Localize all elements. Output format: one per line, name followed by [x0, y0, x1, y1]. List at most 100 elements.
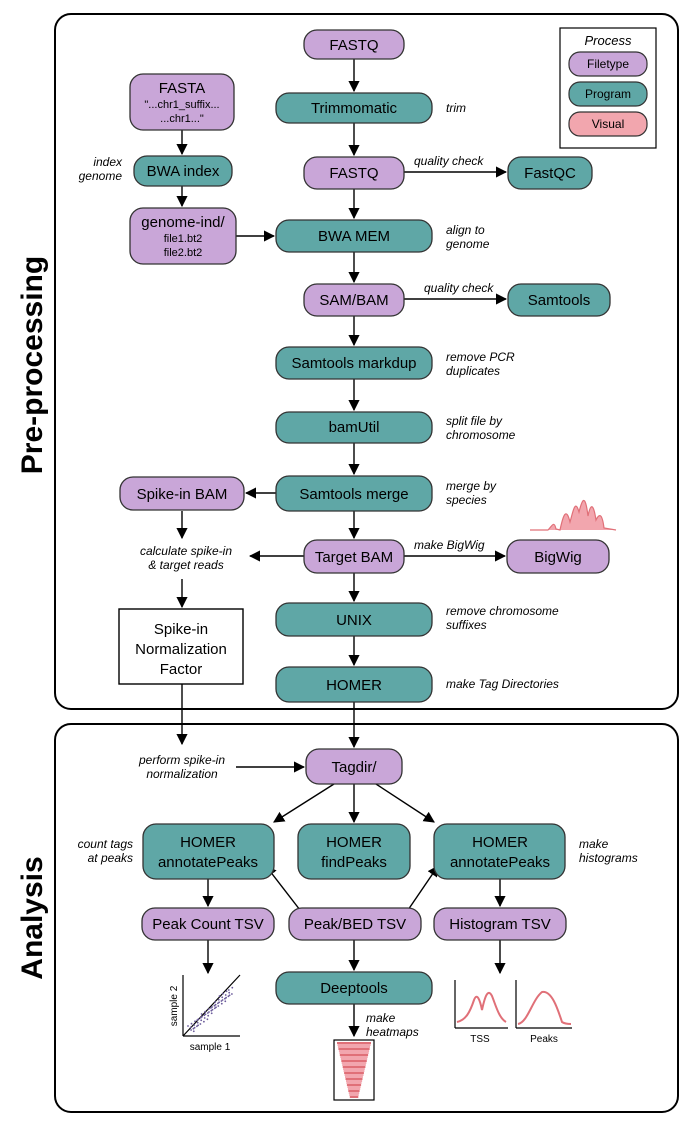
svg-text:Spike-in BAM: Spike-in BAM	[137, 486, 228, 503]
scatter-plot-visual: sample 2 sample 1	[169, 974, 241, 1053]
node-bwa-mem: BWA MEM	[275, 219, 433, 253]
scatter-point	[203, 1017, 206, 1019]
scatter-point	[192, 1030, 195, 1033]
scatter-point	[227, 995, 230, 998]
node-tagdir: Tagdir/	[305, 748, 403, 785]
scatter-point	[217, 998, 220, 1001]
note-hist-2: histograms	[579, 851, 638, 865]
node-histogram-tsv: Histogram TSV	[433, 907, 567, 941]
legend-visual-swatch	[568, 111, 648, 137]
node-deeptools: Deeptools	[275, 971, 433, 1005]
scatter-point	[213, 1004, 216, 1007]
node-normalization-factor: Spike-in Normalization Factor	[118, 608, 244, 685]
note-quality-check-2: quality check	[424, 281, 494, 295]
heatmap-row	[338, 1050, 370, 1052]
scatter-point	[213, 1007, 216, 1010]
note-heat-2: heatmaps	[366, 1025, 419, 1039]
scatter-point	[207, 1014, 210, 1017]
heatmap-row	[349, 1094, 359, 1096]
annotations: trim index genome quality check align to…	[78, 101, 638, 1039]
scatter-point	[211, 1008, 214, 1011]
scatter-xlabel: sample 1	[190, 1042, 231, 1053]
heatmap-row	[349, 1096, 359, 1098]
note-suffix-1: remove chromosome	[446, 604, 559, 618]
svg-text:UNIX: UNIX	[336, 612, 372, 629]
heatmap-row	[343, 1068, 365, 1070]
scatter-point	[210, 1009, 213, 1012]
note-align-1: align to	[446, 223, 485, 237]
scatter-point	[203, 1014, 206, 1017]
node-homer: HOMER	[275, 666, 433, 703]
scatter-point	[227, 989, 230, 991]
svg-text:BigWig: BigWig	[534, 549, 582, 566]
svg-text:file2.bt2: file2.bt2	[164, 247, 203, 259]
scatter-point	[221, 999, 224, 1001]
node-fastqc: FastQC	[507, 156, 593, 190]
note-index-2: genome	[79, 169, 123, 183]
heatmap-bars	[337, 1042, 371, 1098]
svg-text:Samtools merge: Samtools merge	[299, 486, 408, 503]
svg-text:"...chr1_suffix...: "...chr1_suffix...	[144, 99, 219, 111]
scatter-point	[192, 1027, 195, 1030]
preprocessing-title: Pre-processing	[16, 256, 49, 474]
tss-label: TSS	[470, 1034, 490, 1045]
svg-text:Histogram TSV: Histogram TSV	[449, 916, 550, 933]
scatter-points	[187, 986, 234, 1033]
note-tagdirs: make Tag Directories	[446, 677, 559, 691]
scatter-point	[199, 1023, 202, 1025]
scatter-point	[228, 994, 231, 997]
scatter-point	[187, 1025, 189, 1027]
note-calc-1: calculate spike-in	[140, 544, 232, 558]
scatter-point	[203, 1020, 205, 1023]
svg-text:file1.bt2: file1.bt2	[164, 233, 203, 245]
heatmap-row	[337, 1044, 371, 1046]
scatter-point	[218, 1001, 221, 1004]
heatmap-row	[344, 1074, 364, 1076]
svg-text:BWA index: BWA index	[147, 163, 220, 180]
node-sam-bam: SAM/BAM	[303, 283, 405, 317]
svg-text:findPeaks: findPeaks	[321, 854, 387, 871]
svg-text:HOMER: HOMER	[180, 834, 236, 851]
svg-text:annotatePeaks: annotatePeaks	[450, 854, 550, 871]
heatmap-row	[347, 1086, 361, 1088]
scatter-point	[197, 1024, 200, 1027]
note-spikein-1: perform spike-in	[138, 753, 225, 767]
heatmap-visual	[333, 1039, 375, 1101]
node-homer-annotatepeaks-count: HOMER annotatePeaks	[142, 823, 275, 880]
svg-text:Tagdir/: Tagdir/	[331, 759, 377, 776]
node-peak-bed-tsv: Peak/BED TSV	[288, 907, 422, 941]
heatmap-row	[339, 1054, 369, 1056]
heatmap-row	[347, 1088, 361, 1090]
heatmap-row	[343, 1070, 365, 1072]
heatmap-row	[341, 1060, 367, 1062]
histogram-visual: TSS Peaks	[454, 980, 572, 1045]
scatter-point	[196, 1025, 198, 1028]
node-fastq-trimmed: FASTQ	[303, 156, 405, 190]
svg-text:Deeptools: Deeptools	[320, 980, 388, 997]
heatmap-row	[337, 1042, 371, 1044]
scatter-point	[199, 1016, 202, 1019]
svg-text:Spike-in: Spike-in	[154, 621, 208, 638]
analysis-title: Analysis	[16, 856, 49, 979]
node-samtools-merge: Samtools merge	[275, 475, 433, 512]
bigwig-track-visual	[530, 499, 617, 531]
note-split-2: chromosome	[446, 428, 516, 442]
node-bamutil: bamUtil	[275, 411, 433, 444]
scatter-point	[189, 1026, 192, 1029]
node-peak-count-tsv: Peak Count TSV	[141, 907, 275, 941]
heatmap-row	[340, 1058, 368, 1060]
scatter-point	[215, 1006, 217, 1009]
svg-text:HOMER: HOMER	[326, 834, 382, 851]
scatter-point	[211, 1006, 214, 1008]
svg-text:FASTQ: FASTQ	[329, 165, 378, 182]
svg-text:Target BAM: Target BAM	[315, 549, 393, 566]
svg-text:...chr1...": ...chr1..."	[160, 113, 204, 125]
heatmap-row	[340, 1056, 368, 1058]
heatmap-row	[346, 1084, 362, 1086]
heatmap-row	[342, 1064, 366, 1066]
svg-text:Factor: Factor	[160, 661, 203, 678]
scatter-point	[210, 1007, 212, 1009]
preprocessing-frame	[54, 13, 679, 710]
scatter-point	[214, 1003, 217, 1006]
svg-text:Normalization: Normalization	[135, 641, 227, 658]
